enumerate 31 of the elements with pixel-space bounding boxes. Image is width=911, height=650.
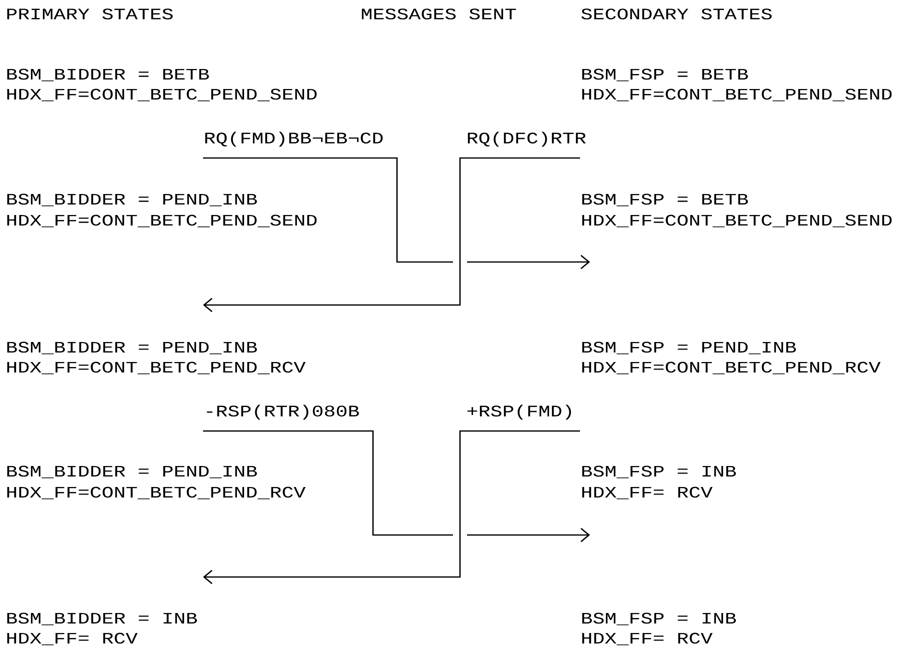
message-arrow <box>202 157 590 270</box>
state-text: BSM_FSP = BETB <box>582 194 748 206</box>
message-label: -RSP(RTR)080B <box>206 404 359 420</box>
column-heading: PRIMARY STATES <box>7 8 173 20</box>
state-text: HDX_FF= RCV <box>7 632 138 646</box>
message-arrow <box>202 430 590 542</box>
state-text: BSM_BIDDER = PEND_INB <box>7 194 257 206</box>
message-label: +RSP(FMD) <box>467 404 571 420</box>
state-text: HDX_FF=CONT_BETC_PEND_RCV <box>7 362 306 374</box>
message-label: RQ(DFC)RTR <box>468 132 586 147</box>
state-text: BSM_BIDDER = PEND_INB <box>7 466 257 478</box>
state-text: BSM_BIDDER = BETB <box>7 68 209 82</box>
state-text: BSM_FSP = BETB <box>582 68 748 82</box>
state-text: HDX_FF=CONT_BETC_PEND_SEND <box>582 214 892 228</box>
state-text: HDX_FF= RCV <box>582 486 713 500</box>
state-text: BSM_BIDDER = PEND_INB <box>7 342 257 354</box>
state-text: BSM_FSP = PEND_INB <box>582 342 796 354</box>
message-arrow <box>203 157 580 312</box>
state-text: BSM_FSP = INB <box>582 466 736 478</box>
state-text: BSM_FSP = INB <box>582 612 736 626</box>
state-text: HDX_FF=CONT_BETC_PEND_SEND <box>7 88 317 102</box>
state-text: HDX_FF=CONT_BETC_PEND_RCV <box>582 362 881 374</box>
state-text: HDX_FF=CONT_BETC_PEND_RCV <box>7 486 306 500</box>
column-heading: MESSAGES SENT <box>362 8 516 20</box>
state-text: HDX_FF=CONT_BETC_PEND_SEND <box>7 214 317 228</box>
state-text: HDX_FF= RCV <box>582 632 713 646</box>
state-text: HDX_FF=CONT_BETC_PEND_SEND <box>582 88 892 102</box>
message-label: RQ(FMD)BB¬EB¬CD <box>205 132 383 147</box>
message-arrow <box>203 430 580 584</box>
state-text: BSM_BIDDER = INB <box>7 612 197 626</box>
column-heading: SECONDARY STATES <box>581 8 772 20</box>
